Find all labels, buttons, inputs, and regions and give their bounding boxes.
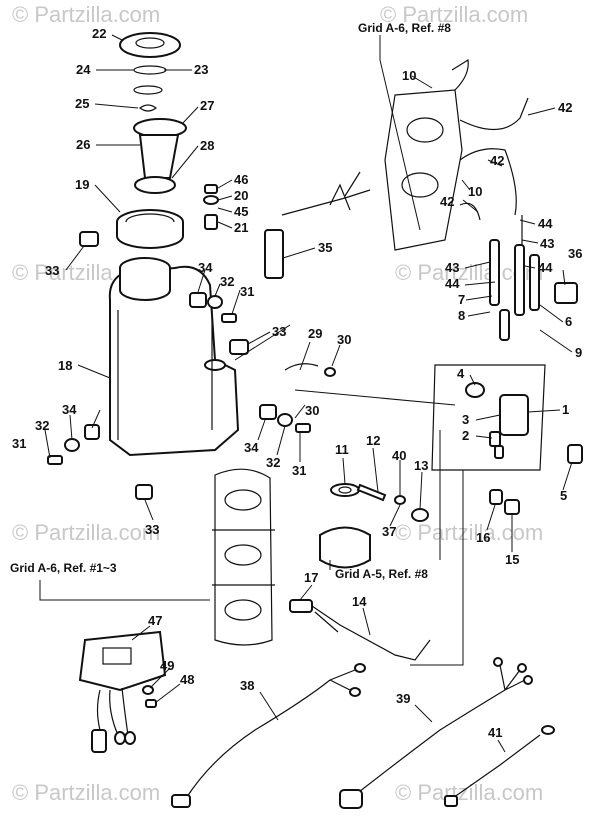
callout-24: 24	[76, 62, 91, 77]
callout-18: 18	[58, 358, 72, 373]
grid-ref-a6-8: Grid A-6, Ref. #8	[358, 21, 451, 35]
callout-35: 35	[318, 240, 332, 255]
callout-10-lower: 10	[468, 184, 482, 199]
callout-40: 40	[392, 448, 406, 463]
callout-16: 16	[476, 530, 490, 545]
callout-leaders	[44, 34, 573, 753]
callout-33-tank-right: 33	[272, 324, 286, 339]
callout-42-upper: 42	[558, 100, 572, 115]
callout-44-upper: 44	[538, 216, 553, 231]
callout-49: 49	[160, 658, 174, 673]
callout-29: 29	[308, 326, 322, 341]
callout-34-right: 34	[244, 440, 259, 455]
callout-7: 7	[458, 292, 465, 307]
callout-21: 21	[234, 220, 248, 235]
callout-31-right: 31	[292, 463, 306, 478]
callout-8: 8	[458, 308, 465, 323]
callout-46: 46	[234, 172, 248, 187]
watermark-bottom-right: © Partzilla.com	[395, 780, 543, 805]
callout-31-tank-top: 31	[240, 284, 254, 299]
watermark-top-left: © Partzilla.com	[12, 2, 160, 27]
callout-4: 4	[457, 366, 465, 381]
callout-26: 26	[76, 137, 90, 152]
callout-22: 22	[92, 26, 106, 41]
callout-30-lower: 30	[305, 403, 319, 418]
callout-43-left: 43	[445, 260, 459, 275]
callout-38: 38	[240, 678, 254, 693]
callout-33-tank-left: 33	[45, 263, 59, 278]
callout-44-left: 44	[445, 276, 460, 291]
callout-31-left: 31	[12, 436, 26, 451]
oil-tank	[108, 257, 240, 457]
oil-tank-small-parts	[47, 184, 336, 500]
callout-19: 19	[75, 177, 89, 192]
callout-44-right: 44	[538, 260, 553, 275]
grid-ref-a6-1-3: Grid A-6, Ref. #1~3	[10, 561, 117, 575]
callout-20: 20	[234, 188, 248, 203]
watermark-lower-right: © Partzilla.com	[395, 520, 543, 545]
callout-15: 15	[505, 552, 519, 567]
callout-42-mid: 42	[490, 153, 504, 168]
callout-25: 25	[75, 96, 89, 111]
watermark-top-right: © Partzilla.com	[380, 2, 528, 27]
callout-32-right: 32	[266, 455, 280, 470]
callout-9: 9	[575, 345, 582, 360]
callout-48: 48	[180, 672, 194, 687]
callout-41: 41	[488, 725, 502, 740]
callout-10-upper: 10	[402, 68, 416, 83]
callout-23: 23	[194, 62, 208, 77]
grid-ref-a5-8: Grid A-5, Ref. #8	[335, 567, 428, 581]
callout-34-left: 34	[62, 402, 77, 417]
watermark-bottom-left: © Partzilla.com	[12, 780, 160, 805]
powerhead-block	[212, 468, 275, 646]
wiring-lead-41	[444, 725, 555, 807]
callout-13: 13	[414, 458, 428, 473]
callout-34-tank-top: 34	[198, 260, 213, 275]
callout-37: 37	[382, 524, 396, 539]
callout-6: 6	[565, 314, 572, 329]
callout-28: 28	[200, 138, 214, 153]
oil-level-sensor	[264, 171, 371, 279]
callout-3: 3	[462, 412, 469, 427]
callout-45: 45	[234, 204, 248, 219]
grid-reference-lines	[39, 35, 464, 666]
oil-level-switch-lead	[289, 599, 431, 661]
cylinder-block-outline	[384, 58, 529, 251]
callout-1: 1	[562, 402, 569, 417]
watermarks: © Partzilla.com © Partzilla.com © Partzi…	[12, 2, 543, 805]
callout-17: 17	[304, 570, 318, 585]
callout-36: 36	[568, 246, 582, 261]
oil-pump	[431, 364, 583, 471]
callout-32-left: 32	[35, 418, 49, 433]
callout-33-bottom: 33	[145, 522, 159, 537]
callout-14: 14	[352, 594, 367, 609]
callout-47: 47	[148, 613, 162, 628]
watermark-lower-left: © Partzilla.com	[12, 520, 160, 545]
cdi-unit	[78, 630, 167, 753]
callout-5: 5	[560, 488, 567, 503]
callout-43-right: 43	[540, 236, 554, 251]
callout-2: 2	[462, 428, 469, 443]
callout-labels: 22 24 23 25 27 26 28 19 46 20 45 21 33 3…	[12, 26, 582, 740]
callout-39: 39	[396, 691, 410, 706]
callout-42-lower: 42	[440, 194, 454, 209]
oil-hoses	[489, 215, 578, 341]
wiring-harness-39	[339, 657, 533, 809]
callout-27: 27	[200, 98, 214, 113]
wiring-harness-38	[171, 663, 366, 808]
callout-32-tank-top: 32	[220, 274, 234, 289]
callout-12: 12	[366, 433, 380, 448]
oil-tank-cap-group	[116, 32, 187, 249]
callout-30-upper: 30	[337, 332, 351, 347]
callout-11: 11	[335, 442, 349, 457]
